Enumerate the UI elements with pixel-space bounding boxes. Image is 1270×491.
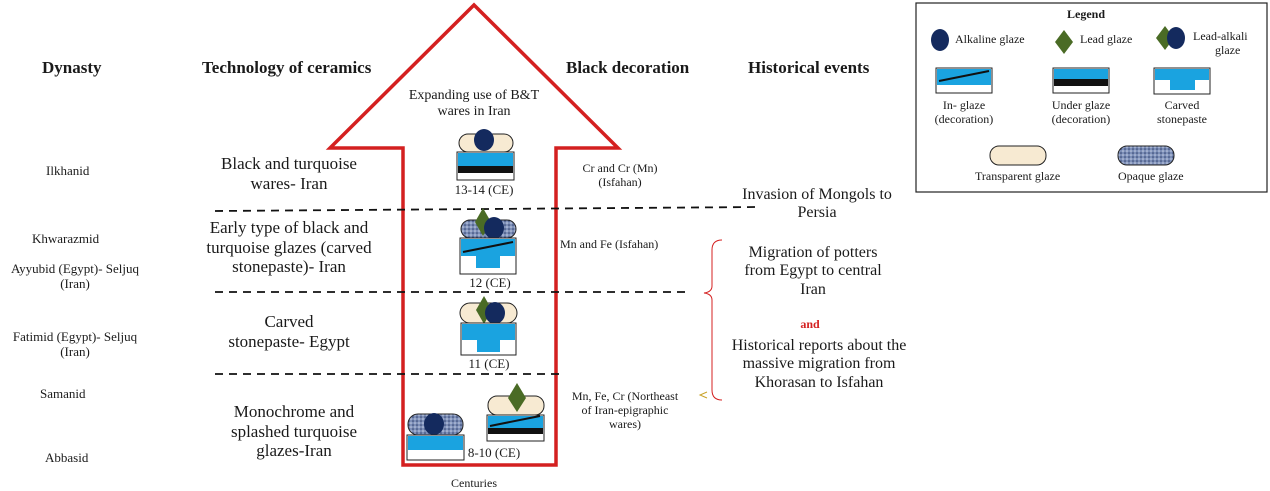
period-13-14: 13-14 (CE) bbox=[454, 182, 514, 197]
decoration-ilkhanid-line-1: Cr and Cr (Mn) bbox=[582, 161, 658, 175]
legend-in-glaze-line-1: In- glaze bbox=[942, 98, 986, 112]
tech-fatimid: Carved stonepaste- Egypt bbox=[214, 312, 364, 351]
legend-transparent-label: Transparent glaze bbox=[975, 169, 1061, 183]
tech-abbasid-line-1: Monochrome and bbox=[233, 402, 355, 421]
icon-12-ce bbox=[459, 208, 517, 275]
dynasty-fatimid-line-2: (Iran) bbox=[60, 343, 90, 359]
legend-lead-alkali-label: Lead-alkali glaze bbox=[1193, 29, 1248, 58]
event-migration-line-3: Iran bbox=[800, 280, 826, 298]
legend-under-glaze-line-2: (decoration) bbox=[1051, 111, 1111, 126]
tech-abbasid-line-3: glazes-Iran bbox=[256, 441, 332, 461]
decoration-abbasid-line-3: wares) bbox=[609, 416, 641, 431]
dynasty-abbasid: Abbasid bbox=[45, 450, 89, 465]
header-dynasty: Dynasty bbox=[42, 58, 102, 77]
tech-seljuq-line-3: stonepaste)- Iran bbox=[232, 257, 346, 277]
arrow-label-line-1: Expanding use of B&T bbox=[408, 88, 540, 103]
tech-fatimid-line-2: stonepaste- Egypt bbox=[228, 331, 350, 351]
icon-8-10-ce-alkaline bbox=[406, 413, 465, 461]
legend-carved-swatch bbox=[1153, 67, 1211, 95]
dynasty-ayyubid-seljuq: Ayyubid (Egypt)- Seljuq (Iran) bbox=[0, 261, 150, 292]
dynasty-fatimid-line-1: Fatimid (Egypt)- Seljuq bbox=[12, 329, 138, 344]
period-12: 12 (CE) bbox=[469, 275, 511, 290]
events-brace bbox=[703, 239, 723, 401]
decoration-abbasid-line-1: Mn, Fe, Cr (Northeast bbox=[571, 389, 679, 403]
legend-in-glaze-swatch bbox=[935, 67, 993, 94]
tech-fatimid-line-1: Carved bbox=[264, 312, 314, 331]
legend-lead-alkali-line-1: Lead-alkali bbox=[1193, 29, 1248, 43]
event-migration-line-1: Migration of potters bbox=[748, 244, 878, 261]
legend-title: Legend bbox=[1067, 7, 1106, 21]
event-potter-migration: Migration of potters from Egypt to centr… bbox=[718, 244, 908, 299]
event-mongol-line-1: Invasion of Mongols to bbox=[742, 186, 892, 203]
dynasty-fatimid-seljuq: Fatimid (Egypt)- Seljuq (Iran) bbox=[0, 329, 150, 360]
legend-under-glaze-label: Under glaze (decoration) bbox=[1036, 98, 1126, 127]
separator-ilkhanid bbox=[214, 206, 761, 212]
tech-ilkhanid-line-1: Black and turquoise bbox=[221, 154, 357, 173]
tech-seljuq-line-2: turquoise glazes (carved bbox=[206, 237, 372, 257]
legend-lead-swatch bbox=[1055, 30, 1073, 54]
legend-in-glaze-label: In- glaze (decoration) bbox=[919, 98, 1009, 127]
event-reports-line-3: Khorasan to Isfahan bbox=[754, 373, 884, 391]
legend-under-glaze-line-1: Under glaze bbox=[1051, 98, 1111, 112]
arrow-label: Expanding use of B&T wares in Iran bbox=[384, 88, 564, 120]
icon-8-10-ce-lead bbox=[486, 383, 545, 442]
expansion-arrow bbox=[325, 2, 623, 467]
legend-carved-label: Carved stonepaste bbox=[1137, 98, 1227, 127]
legend-carved-line-2: stonepaste bbox=[1157, 111, 1207, 126]
legend-carved-line-1: Carved bbox=[1164, 98, 1200, 112]
decoration-ilkhanid: Cr and Cr (Mn) (Isfahan) bbox=[555, 161, 685, 190]
dynasty-samanid: Samanid bbox=[40, 386, 86, 401]
dynasty-khwarazmid: Khwarazmid bbox=[32, 231, 100, 246]
period-8-10: 8-10 (CE) bbox=[467, 445, 521, 460]
header-historical-events: Historical events bbox=[748, 58, 870, 77]
legend-opaque-label: Opaque glaze bbox=[1118, 169, 1184, 183]
event-and: and bbox=[800, 317, 820, 331]
event-historical-reports: Historical reports about the massive mig… bbox=[706, 337, 932, 392]
arrow-label-line-2: wares in Iran bbox=[437, 104, 511, 120]
dynasty-ayyubid-line-2: (Iran) bbox=[60, 275, 90, 291]
legend-opaque-swatch bbox=[1117, 145, 1175, 166]
legend-box bbox=[915, 2, 1268, 193]
decoration-abbasid-line-2: of Iran-epigraphic bbox=[581, 402, 669, 417]
decoration-ilkhanid-line-2: (Isfahan) bbox=[598, 174, 642, 189]
tech-abbasid-line-2: splashed turquoise bbox=[230, 421, 358, 441]
icon-11-ce bbox=[459, 296, 518, 356]
dynasty-ayyubid-line-1: Ayyubid (Egypt)- Seljuq bbox=[10, 261, 140, 276]
event-mongol-line-2: Persia bbox=[797, 204, 837, 222]
tech-seljuq: Early type of black and turquoise glazes… bbox=[184, 218, 394, 277]
event-reports-line-2: massive migration from bbox=[742, 355, 896, 373]
legend-under-glaze-swatch bbox=[1052, 67, 1110, 94]
decoration-seljuq: Mn and Fe (Isfahan) bbox=[560, 237, 659, 251]
legend-alkaline-swatch bbox=[931, 29, 949, 51]
tech-ilkhanid: Black and turquoise wares- Iran bbox=[214, 154, 364, 193]
tech-abbasid: Monochrome and splashed turquoise glazes… bbox=[214, 402, 374, 461]
tech-ilkhanid-line-2: wares- Iran bbox=[250, 173, 328, 193]
legend-lead-alkali-swatch-circle bbox=[1167, 27, 1185, 49]
header-technology: Technology of ceramics bbox=[202, 58, 372, 77]
legend-lead-alkali-line-2: glaze bbox=[1215, 42, 1241, 57]
brace-arrow bbox=[698, 391, 708, 399]
legend-lead-label: Lead glaze bbox=[1080, 32, 1133, 46]
icon-13-14-ce bbox=[456, 129, 515, 181]
event-reports-line-1: Historical reports about the bbox=[731, 337, 907, 354]
period-11: 11 (CE) bbox=[468, 356, 510, 371]
centuries-label: Centuries bbox=[451, 476, 497, 490]
decoration-abbasid: Mn, Fe, Cr (Northeast of Iran-epigraphic… bbox=[550, 389, 700, 431]
header-black-decoration: Black decoration bbox=[566, 58, 690, 77]
event-migration-line-2: from Egypt to central bbox=[744, 262, 882, 280]
tech-seljuq-line-1: Early type of black and bbox=[209, 218, 369, 237]
legend-in-glaze-line-2: (decoration) bbox=[934, 111, 994, 126]
event-mongol-invasion: Invasion of Mongols to Persia bbox=[712, 186, 922, 223]
legend-alkaline-label: Alkaline glaze bbox=[955, 32, 1025, 46]
legend-transparent-swatch bbox=[989, 145, 1047, 166]
dynasty-ilkhanid: Ilkhanid bbox=[46, 163, 90, 178]
